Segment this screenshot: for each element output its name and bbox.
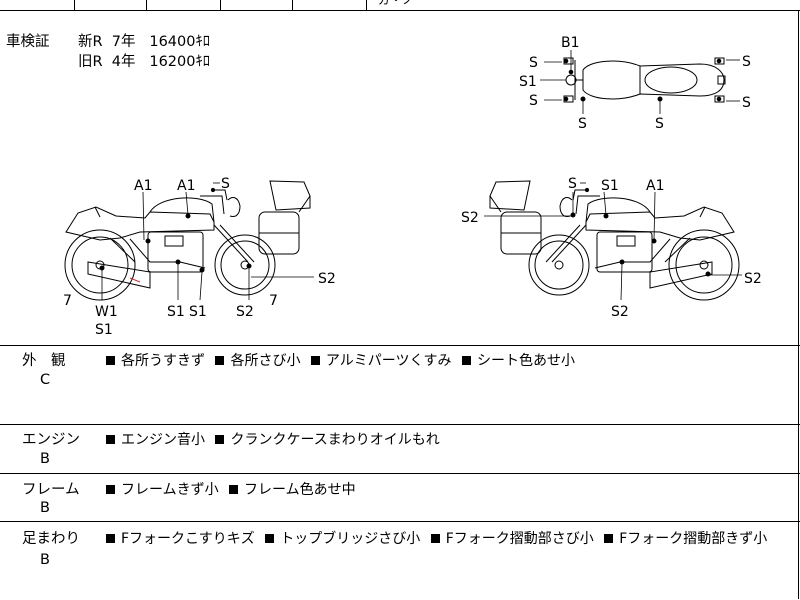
list-item: フレームきず小	[106, 482, 219, 498]
section-grade-suspension: B	[40, 552, 50, 568]
list-item: Fフォークこすりキズ	[106, 531, 255, 547]
list-item: アルミパーツくすみ	[310, 353, 452, 369]
column-divider	[366, 0, 367, 10]
list-item: Fフォーク摺動部さび小	[430, 531, 594, 547]
section-items-suspension: Fフォークこすりキズ トップブリッジさび小 Fフォーク摺動部さび小 Fフォーク摺…	[106, 528, 773, 548]
section-items-frame: フレームきず小 フレーム色あせ中	[106, 479, 362, 499]
section-divider	[0, 424, 800, 425]
previous-row-strip: ガ・ノ	[0, 0, 800, 11]
label-s-top-5: S	[742, 54, 751, 70]
label-w1-left: W1	[95, 304, 118, 320]
label-a1-right: A1	[646, 178, 664, 194]
label-s2-right-3: S2	[611, 304, 629, 320]
section-divider	[0, 345, 800, 346]
certificate-label: 車検証	[6, 34, 50, 50]
label-s1-left-2: S1	[167, 304, 185, 320]
section-grade-exterior: C	[40, 372, 51, 388]
left-side-motorcycle-icon	[64, 180, 311, 301]
label-s2-right-1: S2	[461, 210, 479, 226]
section-grade-engine: B	[40, 451, 50, 467]
label-a1-left-1: A1	[134, 178, 152, 194]
column-divider	[220, 0, 221, 10]
section-grade-frame: B	[40, 500, 50, 516]
label-s1-left-3: S1	[189, 304, 207, 320]
list-item: Fフォーク摺動部きず小	[604, 531, 767, 547]
label-a1-left-2: A1	[177, 178, 195, 194]
label-s2-left-1: S2	[318, 271, 336, 287]
label-7-left-2: 7	[269, 293, 278, 309]
label-s-top-6: S	[742, 95, 751, 111]
section-items-exterior: 各所うすきず 各所さび小 アルミパーツくすみ シート色あせ小	[106, 350, 581, 370]
section-divider	[0, 473, 800, 474]
column-divider	[146, 0, 147, 10]
list-item: 各所さび小	[215, 353, 300, 369]
section-divider	[0, 521, 800, 522]
label-s-top-2: S	[529, 93, 538, 109]
section-label-suspension: 足まわり	[22, 531, 80, 547]
column-divider	[74, 0, 75, 10]
list-item: クランクケースまわりオイルもれ	[215, 432, 440, 448]
certificate-old-line: 旧R 4年 16200ｷﾛ	[78, 54, 210, 70]
label-s-top-1: S	[529, 55, 538, 71]
right-side-motorcycle-icon	[489, 180, 740, 301]
list-item: トップブリッジさび小	[265, 531, 420, 547]
list-item: フレーム色あせ中	[229, 482, 356, 498]
list-item: シート色あせ小	[461, 353, 575, 369]
section-label-frame: フレーム	[22, 482, 80, 498]
cropped-header-text: ガ・ノ	[378, 0, 415, 7]
label-s-right: S	[568, 176, 577, 192]
label-s-left: S	[221, 176, 230, 192]
label-s1-top: S1	[519, 74, 537, 90]
section-label-engine: エンジン	[22, 432, 80, 448]
section-items-engine: エンジン音小 クランクケースまわりオイルもれ	[106, 429, 446, 449]
label-s-top-3: S	[578, 116, 587, 132]
section-label-exterior: 外 観	[22, 353, 66, 369]
label-s1-right: S1	[601, 178, 619, 194]
certificate-new-line: 新R 7年 16400ｷﾛ	[78, 34, 210, 50]
label-s1-left-1: S1	[95, 322, 113, 338]
top-view-motorcycle-icon	[563, 57, 726, 103]
label-s2-right-2: S2	[744, 271, 762, 287]
label-b1-top: B1	[561, 35, 580, 51]
list-item: 各所うすきず	[106, 353, 205, 369]
label-s-top-4: S	[655, 116, 664, 132]
label-s2-left-2: S2	[236, 304, 254, 320]
list-item: エンジン音小	[106, 432, 205, 448]
motorcycle-diagram: B1 S S1 S S S S S A1 A1 S S2 7 7 W1 S1 S…	[63, 35, 762, 338]
column-divider	[292, 0, 293, 10]
sheet-frame	[0, 10, 799, 599]
label-7-left-1: 7	[63, 293, 72, 309]
